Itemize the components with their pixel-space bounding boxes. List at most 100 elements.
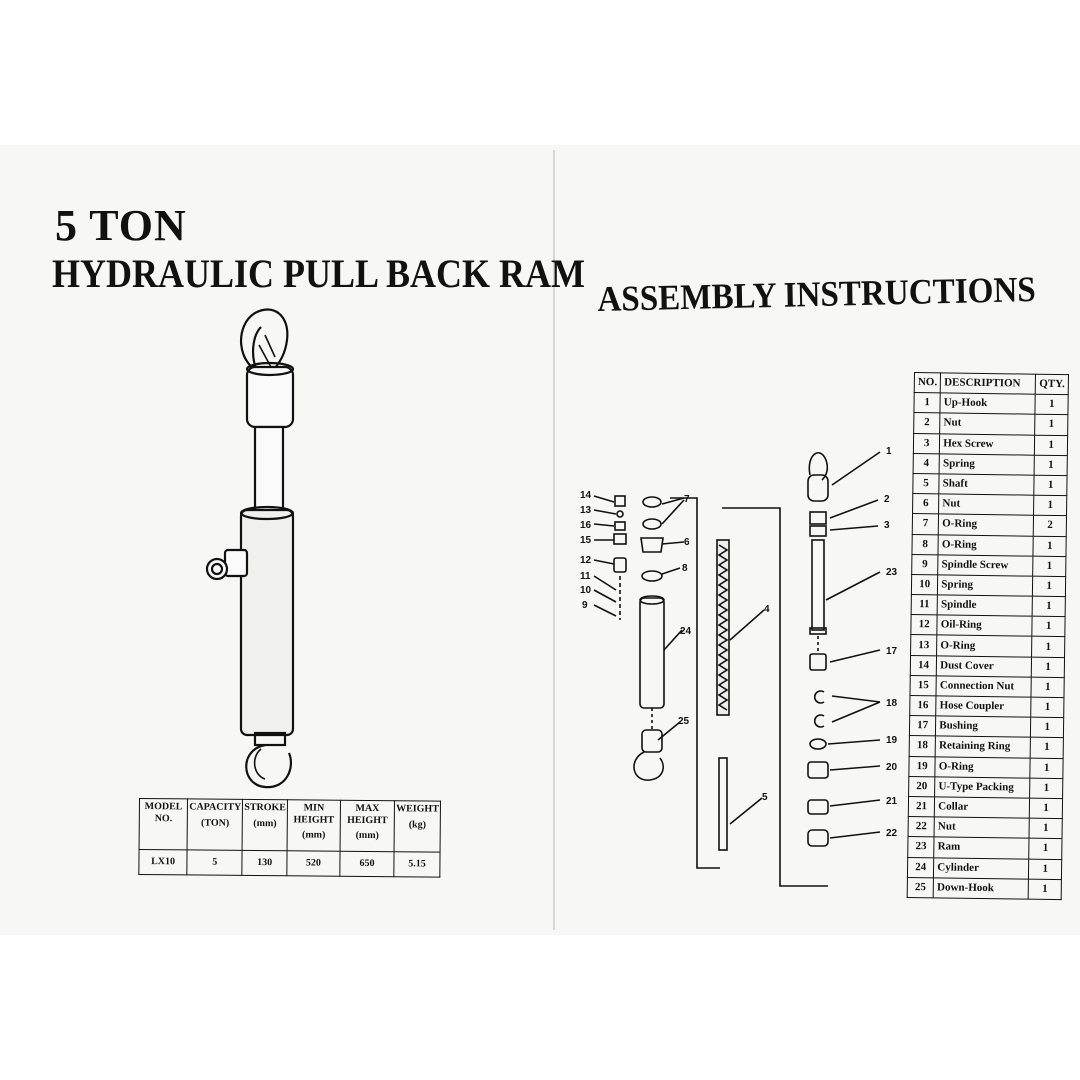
part-no: 6 <box>912 493 940 515</box>
part-description: Oil-Ring <box>937 615 1033 637</box>
parts-header-row: NO. DESCRIPTION QTY. <box>914 372 1069 395</box>
part-qty: 1 <box>1033 535 1067 557</box>
part-description: Down-Hook <box>933 877 1029 900</box>
page-fold-line <box>553 150 555 930</box>
part-no: 19 <box>908 756 936 777</box>
spec-header-min-height: MIN HEIGHT(mm) <box>287 799 341 852</box>
part-qty: 1 <box>1032 596 1066 617</box>
callout-17: 17 <box>886 646 898 657</box>
spec-capacity: 5 <box>187 849 243 876</box>
part-description: Hose Coupler <box>935 695 1032 718</box>
part-qty: 1 <box>1029 818 1063 839</box>
part-no: 12 <box>910 614 938 636</box>
part-description: Nut <box>934 816 1030 839</box>
callout-4: 4 <box>764 604 770 615</box>
part-no: 10 <box>911 574 938 595</box>
spec-header-max-height: MAX HEIGHT(mm) <box>339 800 395 852</box>
part-description: O-Ring <box>935 756 1031 778</box>
callout-21: 21 <box>886 796 898 807</box>
callout-18: 18 <box>886 698 898 709</box>
callout-3: 3 <box>884 520 890 531</box>
part-no: 17 <box>909 715 936 737</box>
part-no: 20 <box>908 776 936 797</box>
part-qty: 1 <box>1028 878 1062 900</box>
part-no: 24 <box>907 856 934 878</box>
part-no: 22 <box>908 816 935 838</box>
callout-2: 2 <box>884 494 890 505</box>
part-no: 7 <box>912 513 939 535</box>
spec-stroke: 130 <box>242 850 288 876</box>
part-no: 11 <box>911 594 938 616</box>
spec-weight: 5.15 <box>394 851 441 878</box>
part-description: Collar <box>934 796 1030 819</box>
part-description: O-Ring <box>938 514 1034 536</box>
part-no: 5 <box>912 473 940 494</box>
part-description: Bushing <box>935 716 1032 738</box>
part-qty: 1 <box>1034 475 1068 496</box>
capacity-title: 5 TON <box>55 201 187 250</box>
part-no: 18 <box>909 735 936 757</box>
callout-7: 7 <box>684 494 690 505</box>
part-description: O-Ring <box>938 534 1034 556</box>
scanned-sheet <box>0 145 1080 935</box>
part-qty: 1 <box>1034 454 1068 476</box>
spec-min-height: 520 <box>286 850 340 877</box>
parts-header-description: DESCRIPTION <box>940 372 1036 395</box>
part-no: 1 <box>913 392 941 414</box>
part-qty: 1 <box>1030 737 1064 759</box>
part-qty: 1 <box>1032 576 1066 597</box>
part-no: 25 <box>907 877 934 898</box>
part-qty: 1 <box>1031 676 1065 698</box>
part-qty: 1 <box>1033 555 1066 577</box>
callout-6: 6 <box>684 537 690 548</box>
parts-header-no: NO. <box>914 372 941 394</box>
part-no: 3 <box>913 433 940 454</box>
callout-19: 19 <box>886 735 898 746</box>
part-qty: 1 <box>1033 495 1067 516</box>
part-description: Cylinder <box>933 857 1030 879</box>
spec-header-model: MODEL NO. <box>139 798 188 850</box>
part-no: 14 <box>910 655 937 676</box>
part-description: Dust Cover <box>936 655 1032 677</box>
part-qty: 1 <box>1030 757 1064 779</box>
pull-back-ram-illustration <box>205 308 295 789</box>
part-no: 21 <box>908 796 935 817</box>
part-qty: 1 <box>1028 858 1062 880</box>
part-qty: 1 <box>1032 616 1066 638</box>
callout-14: 14 <box>580 490 592 501</box>
part-description: O-Ring <box>936 635 1033 657</box>
part-qty: 1 <box>1029 838 1062 860</box>
part-qty: 1 <box>1034 414 1068 436</box>
product-title: HYDRAULIC PULL BACK RAM <box>52 251 586 296</box>
callout-22: 22 <box>886 828 898 839</box>
spec-header-weight: WEIGHT(kg) <box>394 800 441 853</box>
part-description: U-Type Packing <box>934 776 1031 799</box>
part-no: 23 <box>907 836 935 858</box>
part-qty: 2 <box>1033 515 1067 537</box>
part-qty: 1 <box>1031 697 1064 718</box>
callout-23: 23 <box>886 567 898 578</box>
spec-model: LX10 <box>138 849 188 875</box>
callout-13: 13 <box>580 505 592 516</box>
callout-10: 10 <box>580 585 592 596</box>
part-no: 15 <box>909 675 937 696</box>
parts-header-qty: QTY. <box>1035 374 1069 395</box>
part-no: 2 <box>913 412 941 434</box>
